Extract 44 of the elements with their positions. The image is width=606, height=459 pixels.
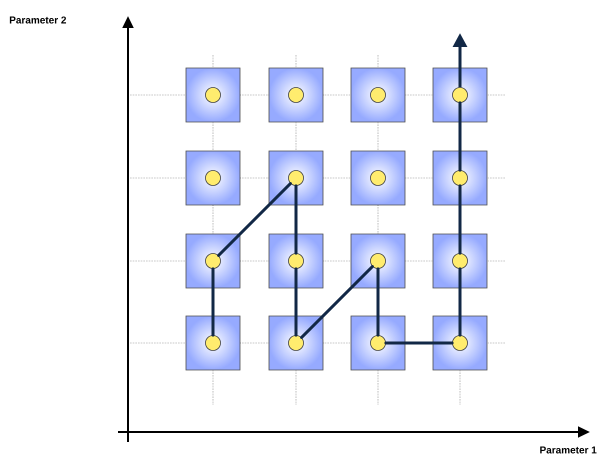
point-marker — [205, 170, 221, 186]
square-tile — [186, 68, 240, 122]
connector-line — [294, 184, 298, 255]
connector-line — [458, 267, 462, 337]
point-marker — [205, 335, 221, 351]
square-tile — [350, 150, 406, 206]
point-marker — [370, 87, 386, 103]
connector-line — [294, 267, 298, 337]
square-tile — [186, 234, 240, 288]
point-marker — [288, 87, 304, 103]
square-tile — [186, 150, 240, 206]
connector-line — [376, 267, 380, 337]
point-marker — [288, 335, 304, 351]
point-marker — [205, 87, 221, 103]
square-tile — [432, 150, 488, 206]
point-marker — [452, 335, 468, 351]
square-tile — [268, 150, 324, 206]
point-marker — [288, 253, 304, 269]
point-marker — [370, 253, 386, 269]
axis-label: Parameter 2 — [10, 16, 66, 24]
square-tile — [268, 316, 324, 370]
square-tile — [432, 234, 488, 288]
connector-line — [300, 265, 374, 339]
connector-line — [217, 182, 292, 257]
point-marker — [452, 170, 468, 186]
square-tile — [432, 316, 488, 370]
connector-line — [458, 184, 462, 255]
connector-line — [384, 342, 454, 344]
square-tile — [186, 316, 240, 370]
point-marker — [452, 253, 468, 269]
square-tile — [432, 68, 488, 122]
point-marker — [452, 87, 468, 103]
axis-label: Parameter 1 — [540, 446, 596, 454]
connector-line — [458, 101, 462, 172]
square-tile — [268, 68, 324, 122]
square-tile — [350, 234, 406, 288]
connector-line — [212, 267, 214, 337]
point-marker — [288, 170, 304, 186]
square-tile — [350, 68, 406, 122]
point-marker — [205, 253, 221, 269]
square-tile — [350, 316, 406, 370]
point-marker — [370, 335, 386, 351]
point-marker — [370, 170, 386, 186]
square-tile — [268, 234, 324, 288]
